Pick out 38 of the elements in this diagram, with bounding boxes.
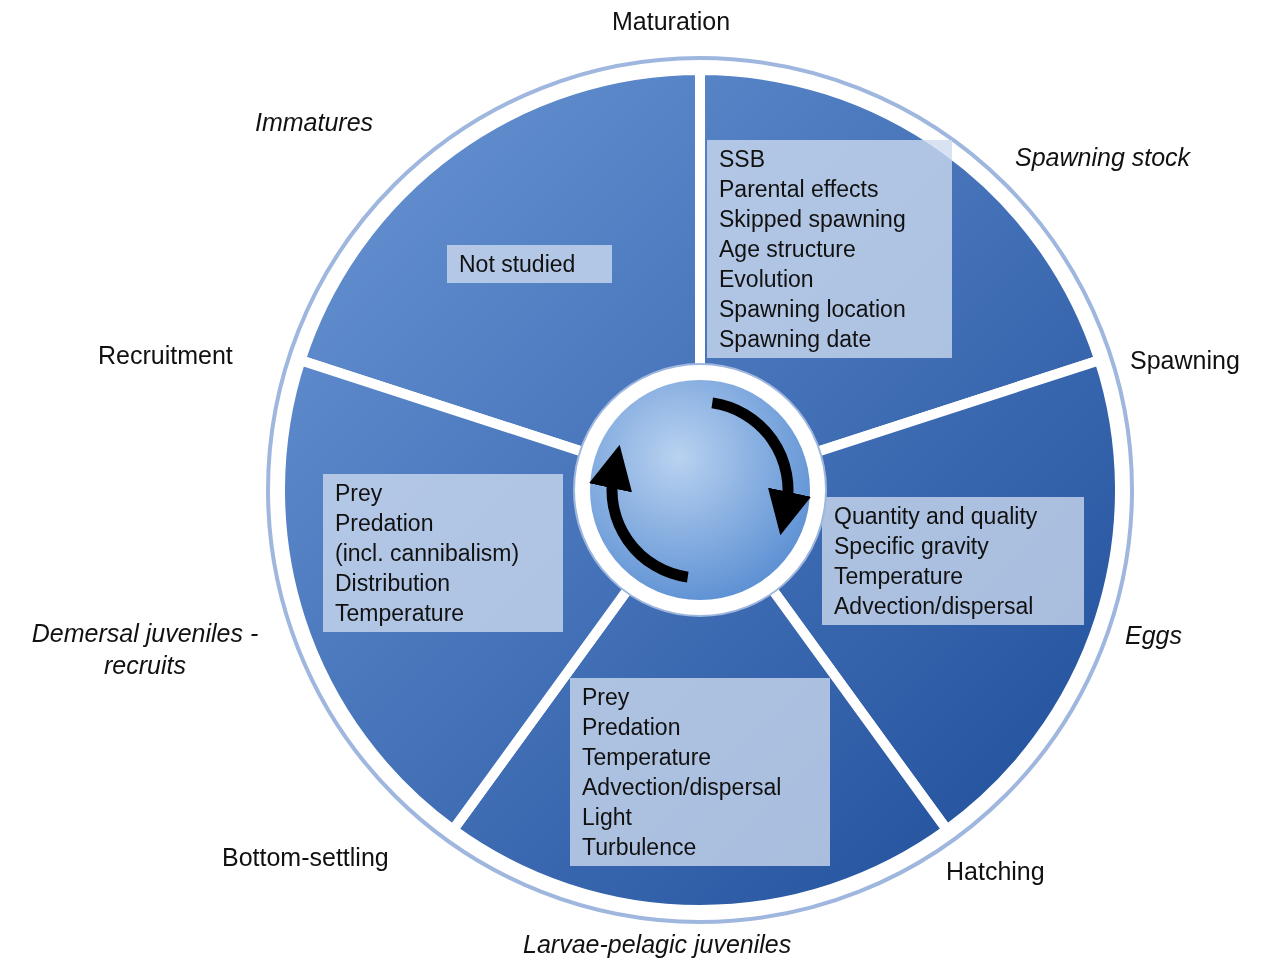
factor-text: Predation: [582, 713, 682, 742]
factor-box: [447, 245, 612, 283]
factor-text: Age structure: [719, 235, 857, 264]
factor-text: Not studied: [459, 250, 577, 279]
transition-label: Bottom-settling: [222, 843, 389, 872]
factor-box: [707, 140, 952, 358]
factor-text: Temperature: [335, 599, 466, 628]
factor-text: Prey: [582, 683, 631, 712]
factor-text: Predation: [335, 509, 435, 538]
factor-text: Advection/dispersal: [582, 773, 783, 802]
transition-label: Spawning: [1130, 346, 1240, 375]
factor-text: Temperature: [834, 562, 965, 591]
factor-text: Quantity and quality: [834, 502, 1039, 531]
factor-text: Parental effects: [719, 175, 880, 204]
factor-text: (incl. cannibalism): [335, 539, 521, 568]
transition-label: Recruitment: [98, 341, 233, 370]
factor-text: SSB: [719, 145, 767, 174]
transition-label: Hatching: [946, 857, 1045, 886]
factor-text: Light: [582, 803, 633, 832]
factor-text: Spawning location: [719, 295, 907, 324]
factor-text: Evolution: [719, 265, 815, 294]
factor-box: [822, 497, 1084, 625]
stage-name: Eggs: [1125, 621, 1182, 650]
stage-name: Spawning stock: [1015, 143, 1191, 172]
factor-text: Advection/dispersal: [834, 592, 1035, 621]
factor-text: Spawning date: [719, 325, 873, 354]
factor-text: Temperature: [582, 743, 713, 772]
factor-text: Turbulence: [582, 833, 698, 862]
factor-box: [323, 474, 563, 632]
stage-name: Demersal juveniles - recruits: [30, 618, 260, 681]
factor-text: Specific gravity: [834, 532, 990, 561]
factor-text: Prey: [335, 479, 384, 508]
factor-box: [570, 678, 830, 866]
transition-label: Maturation: [612, 7, 731, 36]
factor-text: Skipped spawning: [719, 205, 907, 234]
stage-name: Larvae-pelagic juveniles: [523, 930, 792, 959]
stage-name: Immatures: [255, 108, 374, 137]
factor-text: Distribution: [335, 569, 452, 598]
